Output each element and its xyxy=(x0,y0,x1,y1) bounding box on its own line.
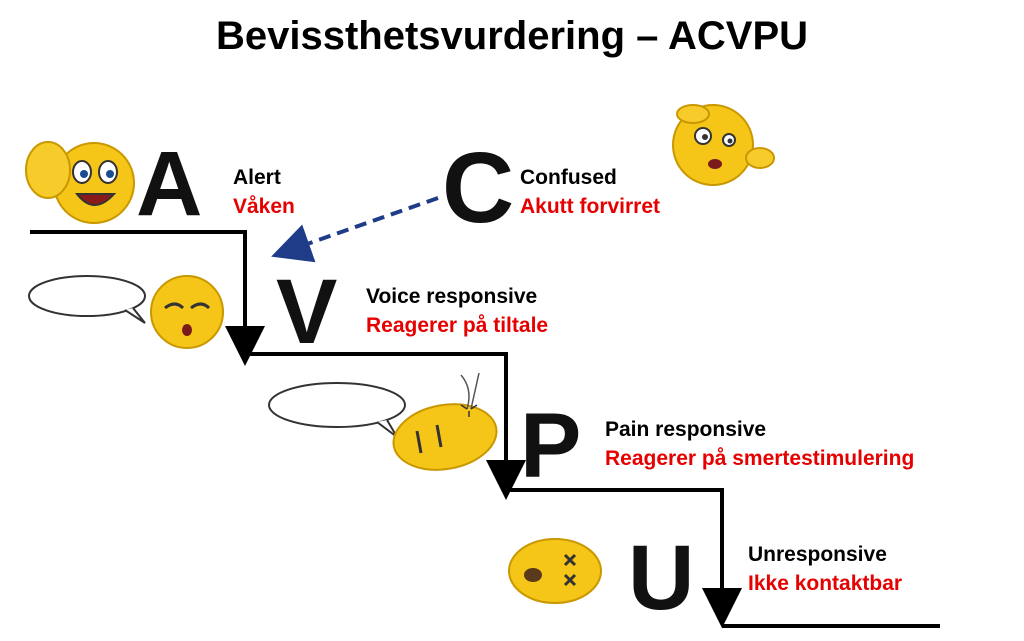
step-p-to-u xyxy=(506,488,742,628)
speech-bubble xyxy=(268,382,406,428)
label-confused: Confused Akutt forvirret xyxy=(520,163,660,221)
confused-arrow xyxy=(271,196,439,263)
label-unresponsive-norwegian: Ikke kontaktbar xyxy=(748,572,903,595)
label-confused-english: Confused xyxy=(520,166,617,189)
knocked-out-smiley-icon xyxy=(508,538,602,604)
label-confused-norwegian: Akutt forvirret xyxy=(520,195,661,218)
label-alert-norwegian: Våken xyxy=(233,195,295,218)
step-v-to-p xyxy=(245,352,526,500)
label-unresponsive: Unresponsive Ikke kontaktbar xyxy=(748,540,902,598)
speech-bubble xyxy=(28,275,146,317)
label-voice-english: Voice responsive xyxy=(366,285,538,308)
letter-p: P xyxy=(520,395,582,497)
label-alert-english: Alert xyxy=(233,166,281,189)
letter-a: A xyxy=(136,133,203,235)
letter-u: U xyxy=(628,527,695,629)
label-voice-norwegian: Reagerer på tiltale xyxy=(366,314,549,337)
label-pain-english: Pain responsive xyxy=(605,418,767,441)
letter-c: C xyxy=(442,132,515,244)
letter-v: V xyxy=(276,261,338,363)
staircase-lines xyxy=(30,230,940,628)
label-pain-norwegian: Reagerer på smertestimulering xyxy=(605,447,915,470)
label-alert: Alert Våken xyxy=(233,163,295,221)
confused-scratching-head-smiley-icon xyxy=(672,104,775,186)
step-a-to-v xyxy=(30,230,265,366)
label-voice: Voice responsive Reagerer på tiltale xyxy=(366,282,548,340)
page-title: Bevissthetsvurdering – ACVPU xyxy=(215,14,809,58)
pinched-smiley-speech-bubble-icon xyxy=(268,372,498,471)
label-pain: Pain responsive Reagerer på smertestimul… xyxy=(605,415,914,473)
sleepy-smiley-speech-bubble-icon xyxy=(28,275,224,349)
label-unresponsive-english: Unresponsive xyxy=(748,543,887,566)
thumbs-up-smiley-icon xyxy=(25,141,135,224)
